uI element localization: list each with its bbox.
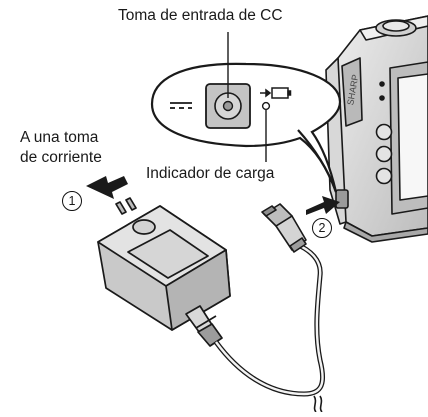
dc-jack-callout bbox=[150, 32, 342, 193]
direction-arrow-to-camera bbox=[306, 196, 340, 215]
battery-charge-icon bbox=[260, 87, 292, 99]
outlet-label-line2: de corriente bbox=[20, 149, 102, 166]
adapter-cable bbox=[213, 241, 326, 397]
ac-adapter bbox=[97, 197, 231, 347]
step-2-badge: 2 bbox=[312, 218, 332, 238]
dc-symbol-icon bbox=[170, 102, 192, 109]
outlet-label-line1: A una toma bbox=[20, 129, 99, 146]
camera-body: SHARP bbox=[325, 15, 428, 243]
dc-plug bbox=[261, 203, 307, 253]
charge-indicator-led bbox=[261, 101, 271, 111]
charge-indicator-label: Indicador de carga bbox=[146, 165, 275, 182]
step-1-badge: 1 bbox=[62, 191, 82, 211]
dc-input-label: Toma de entrada de CC bbox=[118, 7, 283, 24]
direction-arrow-to-outlet bbox=[86, 176, 128, 199]
